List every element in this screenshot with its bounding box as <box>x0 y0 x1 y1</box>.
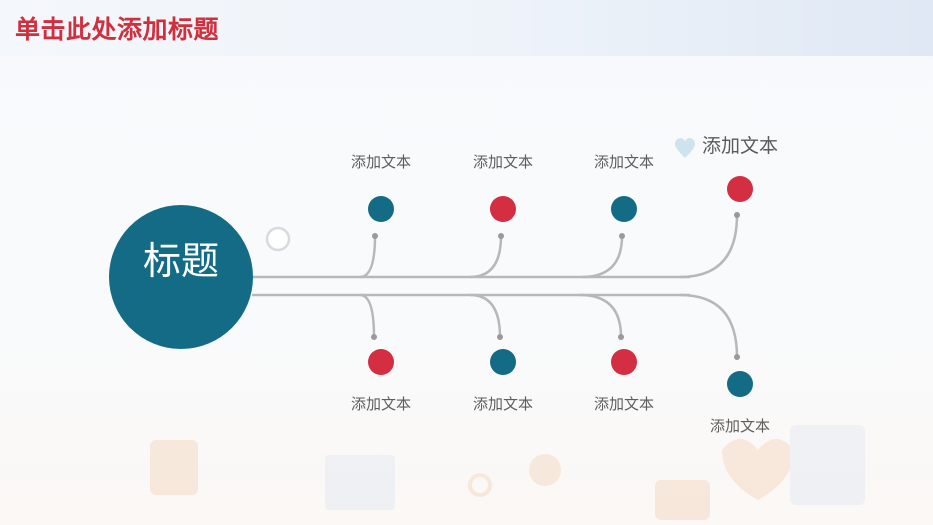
node-top-2[interactable] <box>490 196 516 222</box>
heart-icon <box>675 138 695 158</box>
branch-top-2 <box>469 235 503 279</box>
node-label-bottom-1[interactable]: 添加文本 <box>350 395 412 413</box>
node-label-top-1[interactable]: 添加文本 <box>350 153 412 171</box>
background-decoration <box>150 425 865 520</box>
bottom-branches <box>359 293 739 358</box>
node-bottom-1[interactable] <box>368 349 394 375</box>
node-label-bottom-4[interactable]: 添加文本 <box>709 417 771 435</box>
node-label-bottom-2[interactable]: 添加文本 <box>472 395 534 413</box>
branch-top-1 <box>359 235 377 279</box>
branch-top-4 <box>679 214 739 279</box>
connector-dots <box>371 212 740 360</box>
node-top-3[interactable] <box>611 196 637 222</box>
node-bottom-4[interactable] <box>727 371 753 397</box>
spine-lines <box>252 275 690 297</box>
node-top-1[interactable] <box>368 196 394 222</box>
node-bottom-3[interactable] <box>611 349 637 375</box>
top-branches <box>359 214 739 279</box>
node-top-4[interactable] <box>727 176 753 202</box>
node-label-top-3[interactable]: 添加文本 <box>593 153 655 171</box>
center-label[interactable]: 标题 <box>142 239 219 283</box>
branch-bottom-1 <box>359 293 376 338</box>
center-node[interactable] <box>109 205 253 349</box>
node-bottom-2[interactable] <box>490 349 516 375</box>
ring-icon <box>265 226 291 252</box>
branch-bottom-4 <box>679 293 739 358</box>
node-label-top-2[interactable]: 添加文本 <box>472 153 534 171</box>
header-band <box>0 0 933 56</box>
branch-bottom-2 <box>469 293 502 338</box>
node-label-top-4[interactable]: 添加文本 <box>701 135 779 157</box>
branch-top-3 <box>581 235 624 279</box>
page-title[interactable]: 单击此处添加标题 <box>15 15 220 44</box>
branch-bottom-3 <box>579 293 623 338</box>
node-label-bottom-3[interactable]: 添加文本 <box>593 395 655 413</box>
